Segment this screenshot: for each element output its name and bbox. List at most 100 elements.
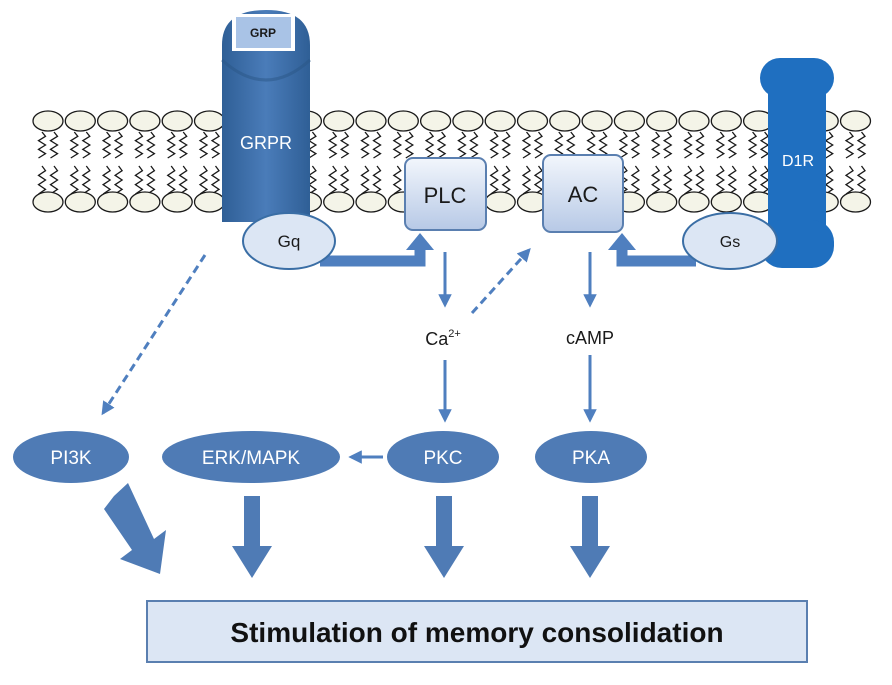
lipid-tail xyxy=(533,131,544,159)
lipid-tail xyxy=(372,131,382,159)
lipid-tail xyxy=(210,131,221,159)
lipid-tail xyxy=(49,165,59,195)
lipid-tail xyxy=(424,131,435,159)
camp-label: cAMP xyxy=(566,328,614,348)
grpr-label: GRPR xyxy=(240,133,292,153)
lipid-tail xyxy=(340,165,350,195)
lipid-tail xyxy=(630,131,641,159)
lipid-tail xyxy=(166,131,176,159)
plc-box: PLC xyxy=(404,157,487,231)
lipid-tail xyxy=(360,165,370,195)
lipid-tail xyxy=(598,131,608,159)
lipid-head xyxy=(161,110,193,132)
erk-mapk-label: ERK/MAPK xyxy=(202,448,301,469)
lipid-head xyxy=(710,191,742,213)
grpr-receptor: GRP GRPR xyxy=(220,10,312,222)
lipid-tail xyxy=(727,131,738,159)
lipid-head xyxy=(581,110,613,132)
lipid-tail xyxy=(457,131,467,159)
lipid-tail xyxy=(489,131,499,159)
lipid-tail xyxy=(856,165,867,195)
lipid-tail xyxy=(469,131,479,159)
lipid-head xyxy=(161,191,193,213)
lipid-head xyxy=(387,110,419,132)
lipid-tail xyxy=(747,165,758,195)
ca-label: Ca2+ xyxy=(425,328,461,349)
lipid-tail xyxy=(501,165,511,195)
lipid-head xyxy=(193,191,226,213)
lipid-tail xyxy=(178,131,188,159)
pka-node: PKA xyxy=(535,431,647,483)
lipid-tail xyxy=(307,131,318,159)
lipid-tail xyxy=(651,165,661,195)
pkc-to-outcome-arrow xyxy=(424,496,464,578)
lipid-head xyxy=(64,191,96,213)
lipid-tail xyxy=(113,165,124,195)
pka-to-outcome-arrow xyxy=(570,496,610,578)
lipid-tail xyxy=(662,131,673,159)
pi3k-label: PI3K xyxy=(50,448,92,469)
lipid-tail xyxy=(178,165,188,195)
ac-label: AC xyxy=(568,182,599,207)
lipid-head xyxy=(646,110,678,132)
gs-label: Gs xyxy=(720,234,740,251)
lipid-head xyxy=(549,110,581,132)
lipid-tail xyxy=(436,131,447,159)
lipid-tail xyxy=(210,165,221,195)
lipid-tail xyxy=(521,131,532,159)
lipid-tail xyxy=(113,131,124,159)
lipid-head xyxy=(129,110,161,132)
lipid-tail xyxy=(824,165,834,195)
lipid-tail xyxy=(101,131,112,159)
lipid-head xyxy=(613,110,646,132)
lipid-tail xyxy=(727,165,737,195)
lipid-tail xyxy=(134,165,144,195)
lipid-head xyxy=(710,110,742,132)
gs-to-ac-arrow xyxy=(608,233,696,267)
lipid-head xyxy=(96,191,129,213)
lipid-head xyxy=(678,110,710,132)
lipid-tail xyxy=(663,165,673,195)
lipid-tail xyxy=(360,131,370,159)
lipid-head xyxy=(323,110,355,132)
lipid-tail xyxy=(856,131,867,159)
lipid-tail xyxy=(695,131,705,159)
lipid-tail xyxy=(372,165,382,195)
lipid-tail xyxy=(81,131,92,159)
lipid-tail xyxy=(81,165,91,195)
lipid-tail xyxy=(759,131,770,159)
gq-label: Gq xyxy=(278,232,301,251)
lipid-tail xyxy=(37,131,47,159)
lipid-tail xyxy=(501,131,511,159)
outcome-label: Stimulation of memory consolidation xyxy=(230,617,723,648)
lipid-head xyxy=(193,110,226,132)
lipid-head xyxy=(355,191,387,213)
lipid-tail xyxy=(69,165,79,195)
ac-box: AC xyxy=(542,154,624,233)
lipid-tail xyxy=(618,165,629,195)
lipid-tail xyxy=(327,131,338,159)
lipid-head xyxy=(32,191,64,213)
lipid-tail xyxy=(650,131,661,159)
lipid-tail xyxy=(146,131,156,159)
pi3k-to-outcome-arrow xyxy=(104,483,166,574)
lipid-tail xyxy=(521,165,532,195)
lipid-tail xyxy=(844,165,855,195)
lipid-tails xyxy=(37,131,867,195)
lipid-tail xyxy=(101,165,112,195)
lipid-tail xyxy=(566,131,576,159)
lipid-head xyxy=(646,191,678,213)
pkc-node: PKC xyxy=(387,431,499,483)
lipid-tail xyxy=(844,131,855,159)
erk-to-outcome-arrow xyxy=(232,496,272,578)
lipid-tail xyxy=(146,165,156,195)
lipid-head xyxy=(355,110,387,132)
lipid-head xyxy=(678,191,710,213)
lipid-tail xyxy=(49,131,59,159)
lipid-tail xyxy=(392,131,403,159)
lipid-head xyxy=(839,191,872,213)
lipid-tail xyxy=(618,131,629,159)
lipid-tail xyxy=(134,131,144,159)
lipid-head xyxy=(419,110,452,132)
